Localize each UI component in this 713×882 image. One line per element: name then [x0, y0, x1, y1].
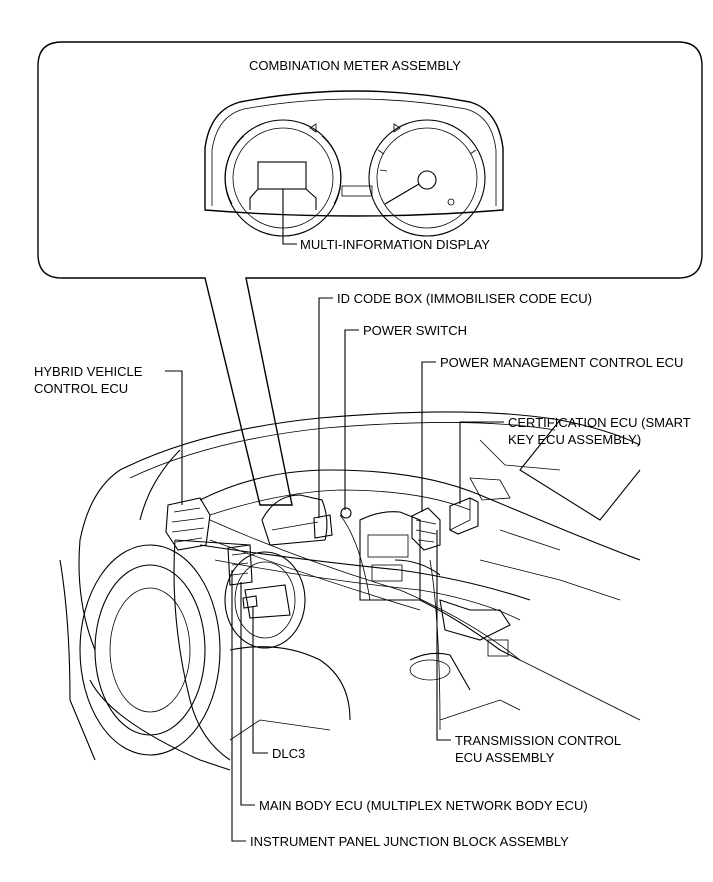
- label-transmission-ecu-line2: ECU ASSEMBLY: [455, 750, 555, 765]
- leader-lines: [165, 297, 504, 842]
- multi-info-display-label: MULTI-INFORMATION DISPLAY: [300, 237, 490, 252]
- combination-meter-drawing: [204, 90, 504, 237]
- label-power-management-ecu: POWER MANAGEMENT CONTROL ECU: [440, 355, 683, 370]
- label-ip-junction-block: INSTRUMENT PANEL JUNCTION BLOCK ASSEMBLY: [250, 834, 569, 849]
- label-power-switch: POWER SWITCH: [363, 323, 467, 338]
- label-dlc3: DLC3: [272, 746, 305, 761]
- label-transmission-ecu-line1: TRANSMISSION CONTROL: [455, 733, 621, 748]
- label-certification-ecu-line1: CERTIFICATION ECU (SMART: [508, 415, 691, 430]
- callout-title: COMBINATION METER ASSEMBLY: [249, 58, 461, 73]
- callout-box: [37, 41, 703, 506]
- label-hv-ecu-line2: CONTROL ECU: [34, 381, 128, 396]
- label-hv-ecu-line1: HYBRID VEHICLE: [34, 364, 143, 379]
- label-id-code-box: ID CODE BOX (IMMOBILISER CODE ECU): [337, 291, 592, 306]
- label-certification-ecu-line2: KEY ECU ASSEMBLY): [508, 432, 641, 447]
- multi-info-display-leader: [282, 189, 297, 245]
- label-main-body-ecu: MAIN BODY ECU (MULTIPLEX NETWORK BODY EC…: [259, 798, 588, 813]
- vehicle-interior-drawing: [59, 411, 641, 771]
